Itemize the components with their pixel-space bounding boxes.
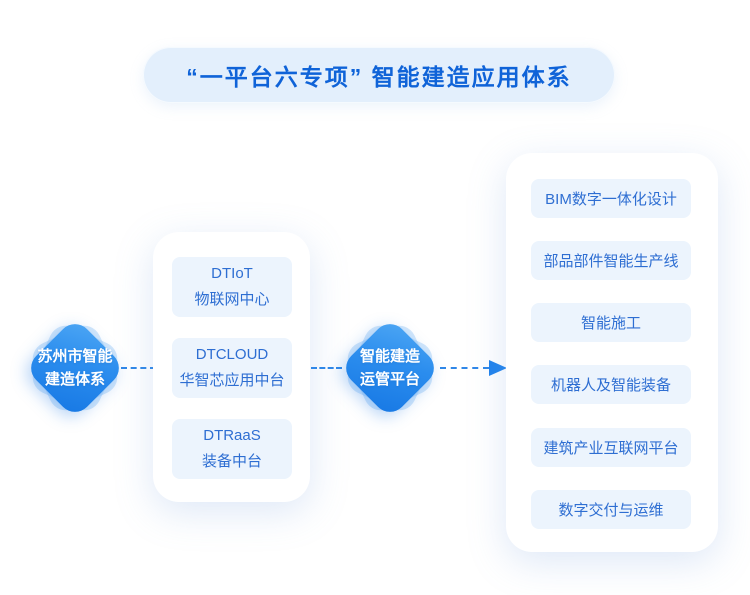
platform-item-dtiot: DTIoT 物联网中心 bbox=[172, 257, 292, 317]
node-label: 智能建造 运管平台 bbox=[340, 318, 440, 418]
applications-card: BIM数字一体化设计 部品部件智能生产线 智能施工 机器人及智能装备 建筑产业互… bbox=[506, 153, 718, 552]
platform-item-desc: 装备中台 bbox=[201, 453, 262, 470]
node-label-line2: 运管平台 bbox=[359, 371, 420, 388]
platform-item-name: DTRaaS bbox=[203, 427, 261, 444]
app-item-label: 机器人及智能装备 bbox=[550, 377, 671, 394]
connector-dashed-line bbox=[440, 367, 489, 369]
app-item-label: 部品部件智能生产线 bbox=[543, 253, 679, 270]
platform-components-card: DTIoT 物联网中心 DTCLOUD 华智芯应用中台 DTRaaS 装备中台 bbox=[153, 232, 310, 502]
platform-item-dtcloud: DTCLOUD 华智芯应用中台 bbox=[172, 338, 292, 398]
platform-item-desc: 华智芯应用中台 bbox=[179, 372, 285, 389]
node-operation-platform: 智能建造 运管平台 bbox=[339, 317, 441, 419]
connector-dashed-line bbox=[311, 367, 342, 369]
platform-item-dtraas: DTRaaS 装备中台 bbox=[172, 419, 292, 479]
connector-dashed-line bbox=[121, 367, 156, 369]
app-item-smart-production-line: 部品部件智能生产线 bbox=[531, 241, 691, 280]
platform-item-name: DTIoT bbox=[211, 265, 253, 282]
app-item-label: BIM数字一体化设计 bbox=[545, 191, 677, 208]
node-label-line2: 建造体系 bbox=[44, 371, 105, 388]
app-item-digital-delivery: 数字交付与运维 bbox=[531, 490, 691, 529]
app-item-label: 建筑产业互联网平台 bbox=[543, 440, 679, 457]
node-label-line1: 智能建造 bbox=[359, 348, 420, 365]
platform-item-name: DTCLOUD bbox=[195, 346, 269, 363]
arrow-right-icon bbox=[489, 360, 507, 376]
app-item-label: 数字交付与运维 bbox=[558, 502, 664, 519]
page-title: “一平台六专项” 智能建造应用体系 bbox=[186, 64, 572, 90]
app-item-bim-design: BIM数字一体化设计 bbox=[531, 179, 691, 218]
app-item-robots-equipment: 机器人及智能装备 bbox=[531, 365, 691, 404]
app-item-smart-construction: 智能施工 bbox=[531, 303, 691, 342]
platform-item-desc: 物联网中心 bbox=[194, 291, 270, 308]
node-label: 苏州市智能 建造体系 bbox=[25, 318, 125, 418]
app-item-label: 智能施工 bbox=[580, 315, 641, 332]
title-banner: “一平台六专项” 智能建造应用体系 bbox=[143, 47, 615, 103]
node-label-line1: 苏州市智能 bbox=[37, 348, 113, 365]
app-item-industry-internet: 建筑产业互联网平台 bbox=[531, 428, 691, 467]
node-suzhou-system: 苏州市智能 建造体系 bbox=[24, 317, 126, 419]
